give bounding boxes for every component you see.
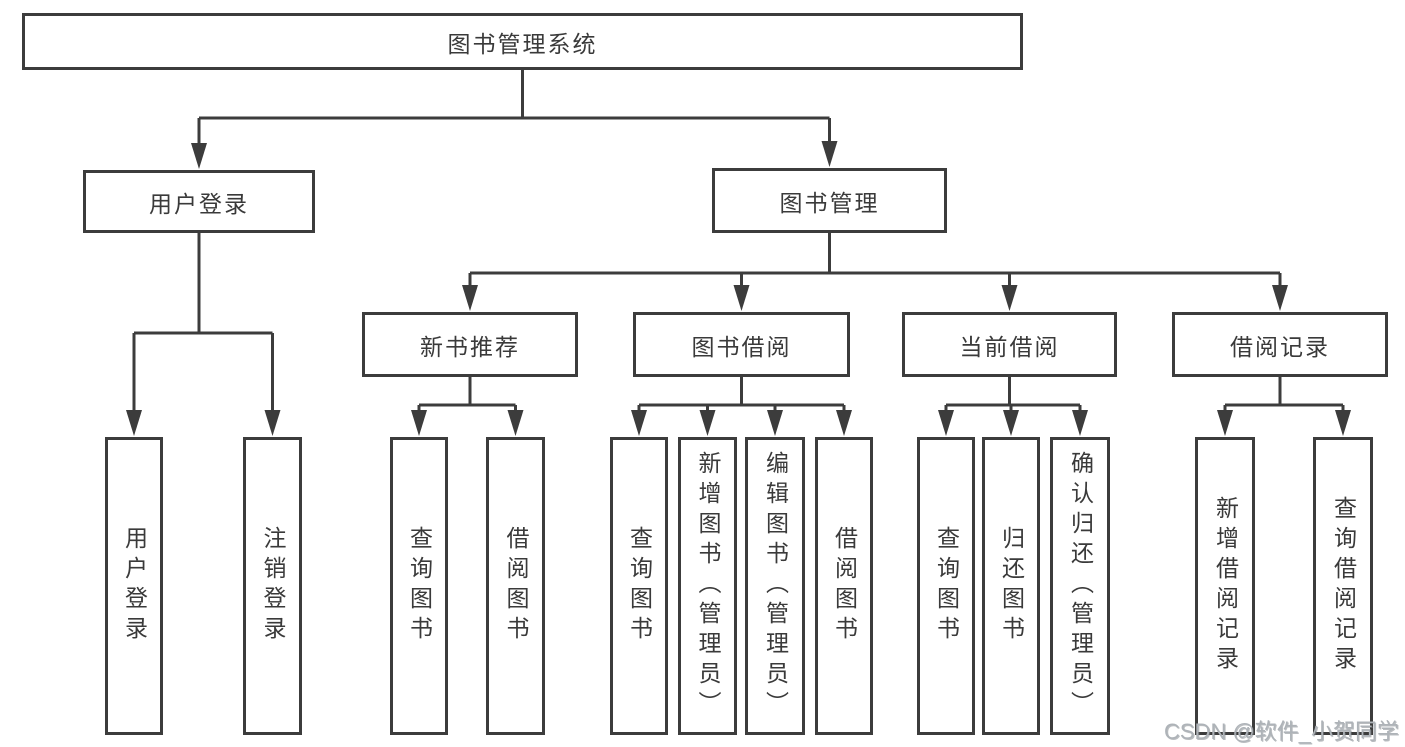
node-book-management: 图书管理 <box>712 168 947 233</box>
node-current-borrow: 当前借阅 <box>902 312 1117 377</box>
leaf-add-borrow-record: 新增借阅记录 <box>1195 437 1255 735</box>
node-new-book-recommend: 新书推荐 <box>362 312 578 377</box>
leaf-add-books-admin: 新增图书（管理员） <box>678 437 737 735</box>
node-root: 图书管理系统 <box>22 13 1023 70</box>
leaf-user-login: 用户登录 <box>105 437 163 735</box>
leaf-logout: 注销登录 <box>243 437 302 735</box>
leaf-borrow-books: 借阅图书 <box>815 437 873 735</box>
leaf-query-books-borrow: 查询图书 <box>610 437 668 735</box>
leaf-edit-books-admin: 编辑图书（管理员） <box>745 437 805 735</box>
leaf-return-books: 归还图书 <box>982 437 1040 735</box>
leaf-query-books-current: 查询图书 <box>917 437 975 735</box>
csdn-watermark: CSDN @软件_小贺同学 <box>1164 719 1400 744</box>
node-borrow-records: 借阅记录 <box>1172 312 1388 377</box>
leaf-confirm-return-admin: 确认归还（管理员） <box>1050 437 1110 735</box>
leaf-query-borrow-record: 查询借阅记录 <box>1313 437 1373 735</box>
node-user-login: 用户登录 <box>83 170 315 233</box>
leaf-borrow-books-recommend: 借阅图书 <box>486 437 545 735</box>
leaf-query-books-recommend: 查询图书 <box>390 437 448 735</box>
node-book-borrow: 图书借阅 <box>633 312 850 377</box>
